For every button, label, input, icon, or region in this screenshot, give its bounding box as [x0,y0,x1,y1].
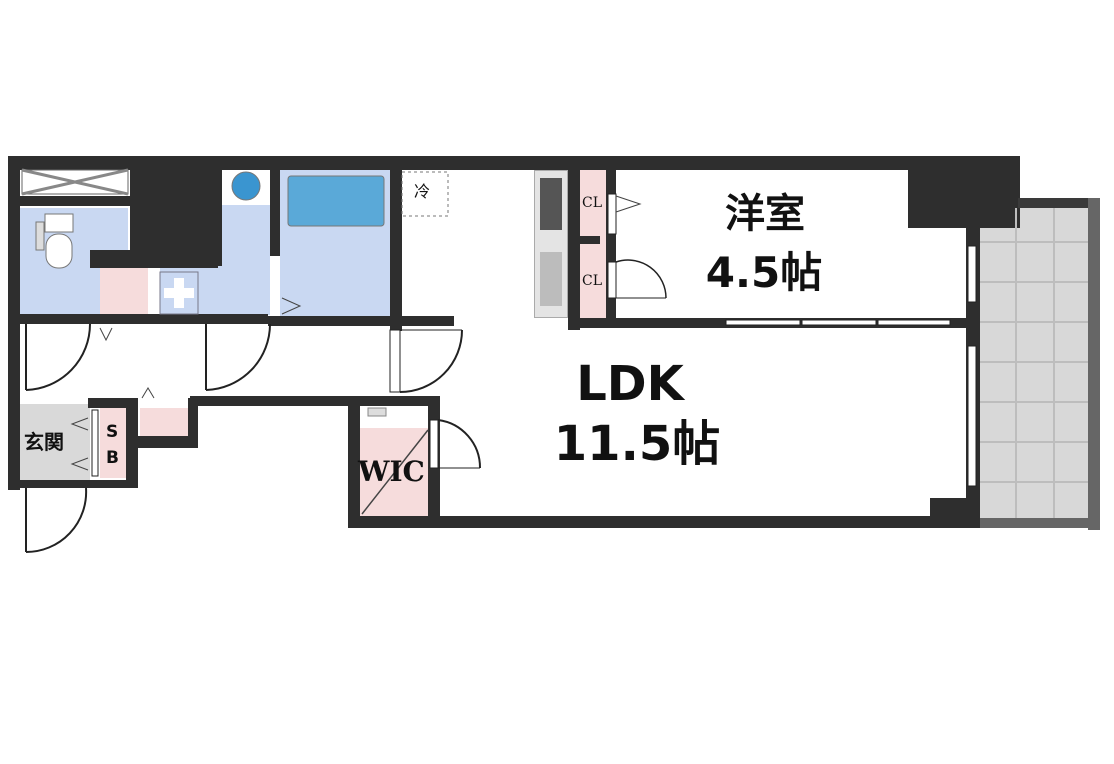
shoe-box [100,408,126,478]
closet-upper-label: CL [582,195,603,211]
wall-wic-top [348,396,440,406]
balcony-rail-bottom [980,518,1100,528]
entrance-floor [20,404,90,480]
ldk-size: 11.5帖 [553,416,721,472]
column-top-right [908,156,1020,228]
wall-shaft-right [218,156,222,266]
balcony-rail-top [1018,198,1088,208]
wall-closet-left [568,170,580,330]
wall-toilet-top [8,196,130,206]
shoe-box-label-s: S [106,422,119,442]
closet-lower-label: CL [582,273,603,289]
pipe-shaft-lower [90,250,150,268]
linen-storage [100,268,148,316]
entrance-label: 玄関 [24,430,64,454]
wall-bath-right [390,156,402,331]
fridge-label: 冷 [414,182,431,201]
hall-storage [140,408,188,436]
stove-icon [540,178,562,230]
wall-bath-bottom [268,316,454,326]
western-room-name: 洋室 [725,191,805,237]
wall-sb-box [88,398,138,408]
sink-icon [540,252,562,306]
pipe-shaft [130,156,218,268]
balcony-rail-right [1088,198,1100,530]
wall-hall-bottom [190,396,440,406]
wall-wic-left [348,396,360,528]
western-room-size: 4.5帖 [705,248,823,297]
outer-wall-top [8,156,1020,170]
wall-entrance-bottom [8,480,138,488]
wall-toilet-bottom [8,314,268,324]
wall-storage-bottom [138,436,198,448]
wic-label: WIC [358,455,425,488]
wall-closet-right [606,170,616,320]
wall-ldk-bottom [348,516,980,528]
wall-bath-left [270,156,280,256]
balcony [980,206,1088,528]
wall-storage-right [188,398,198,448]
ldk-name: LDK [576,356,684,412]
wall-closet-divider [580,236,600,244]
column-bottom-right [930,498,980,528]
closet-strip [580,170,606,318]
shoe-box-label-b: B [106,448,119,468]
wall-sb-right [126,398,138,486]
